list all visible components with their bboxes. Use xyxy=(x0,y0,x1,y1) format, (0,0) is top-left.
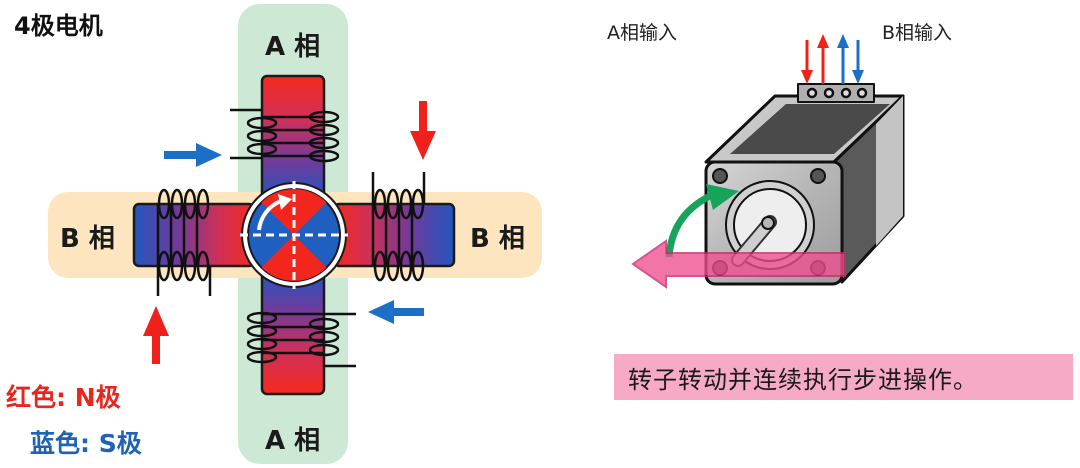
coil-b-right xyxy=(371,172,426,282)
arrow-blue-right-icon xyxy=(164,143,222,167)
caption-text: 转子转动并连续执行步进操作。 xyxy=(628,366,978,394)
phase-a-top-label: A 相 xyxy=(265,32,321,62)
rotation-arrow-icon xyxy=(257,199,282,231)
arrow-blue-left-icon xyxy=(368,300,424,324)
rotation-direction-icon xyxy=(665,184,739,258)
phase-b-left-label: B 相 xyxy=(60,224,115,254)
input-current-arrows-icon xyxy=(801,34,864,84)
legend-south-pole: 蓝色: S极 xyxy=(30,429,142,458)
terminal-block xyxy=(797,83,875,103)
diagram-title: 4极电机 xyxy=(14,12,103,40)
legend-north-pole: 红色: N极 xyxy=(6,383,121,412)
arrow-red-up-icon xyxy=(143,306,169,364)
coil-a-bottom xyxy=(246,311,356,368)
phase-a-input-label: A相输入 xyxy=(607,22,677,44)
caption-box: 转子转动并连续执行步进操作。 xyxy=(614,354,1073,400)
rotor-n-segment xyxy=(294,189,327,235)
coil-b-left xyxy=(156,188,212,296)
coil-a-top xyxy=(230,108,340,163)
rotor xyxy=(240,181,348,289)
phase-a-bottom-label: A 相 xyxy=(265,426,321,456)
phase-b-input-label: B相输入 xyxy=(882,22,953,44)
rotor-n-segment xyxy=(261,235,294,281)
arrow-red-down-icon xyxy=(410,101,436,160)
phase-b-right-label: B 相 xyxy=(470,224,525,254)
rotor-n-segment xyxy=(294,235,327,281)
pole-b-right xyxy=(332,202,456,268)
step-direction-arrow-icon xyxy=(631,239,846,289)
